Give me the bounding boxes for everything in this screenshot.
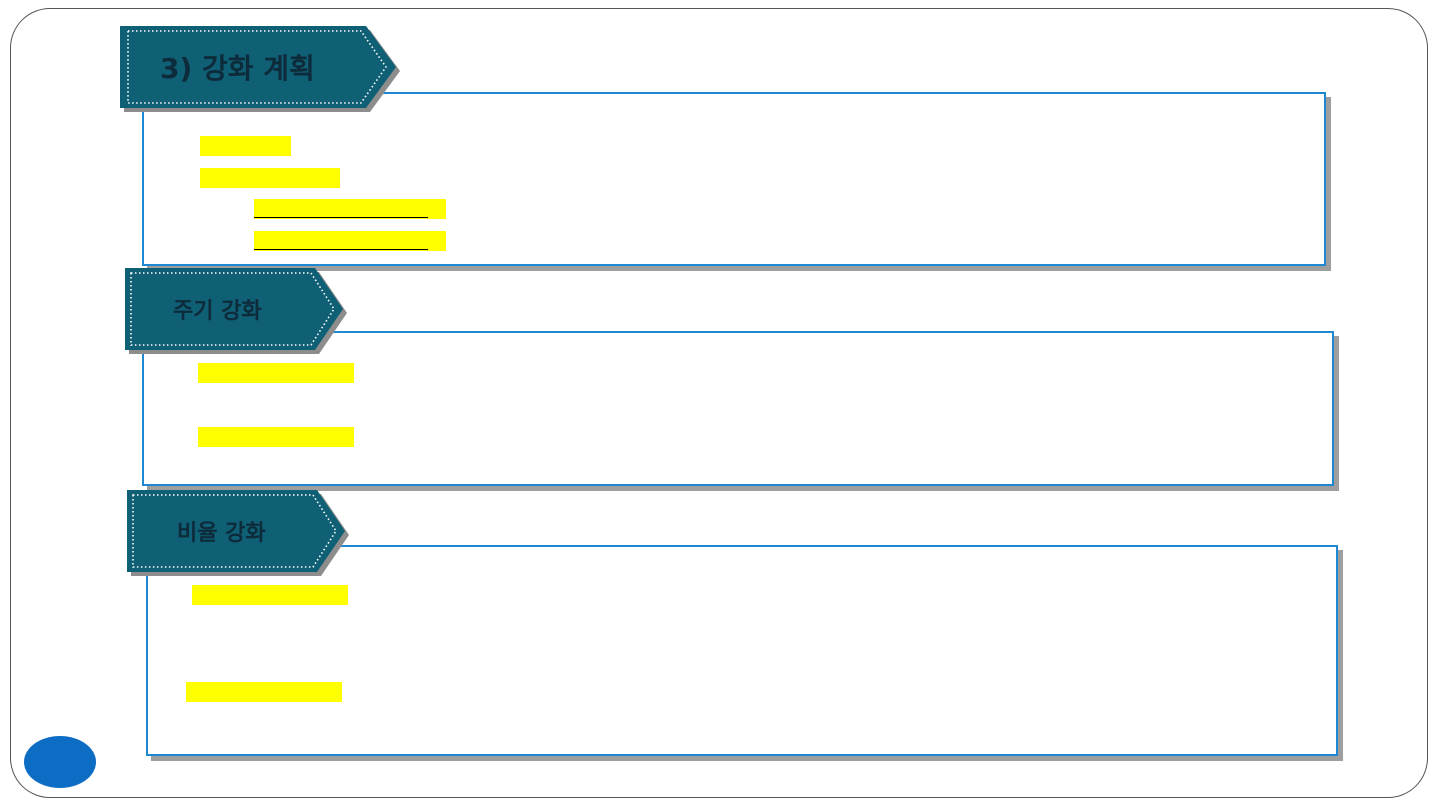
highlight-bar bbox=[200, 168, 340, 188]
tab-shape-icon bbox=[125, 268, 343, 350]
highlight-bar bbox=[192, 585, 348, 605]
section-title: 3) 강화 계획 bbox=[160, 52, 315, 85]
tab-shape-icon bbox=[120, 26, 396, 108]
content-box-interval bbox=[142, 331, 1334, 486]
content-box-ratio bbox=[146, 545, 1338, 756]
highlight-bar bbox=[254, 199, 446, 219]
highlight-bar bbox=[200, 136, 291, 156]
subsection-tab-interval: 주기 강화 bbox=[125, 268, 343, 350]
highlight-bar bbox=[198, 363, 354, 383]
highlight-bar bbox=[198, 427, 354, 447]
tab-shape-icon bbox=[127, 490, 345, 572]
page-number-circle-icon bbox=[24, 736, 96, 788]
subsection-title: 주기 강화 bbox=[173, 299, 262, 324]
highlight-bar bbox=[186, 682, 342, 702]
subsection-tab-ratio: 비율 강화 bbox=[127, 490, 345, 572]
section-title-tab: 3) 강화 계획 bbox=[120, 26, 396, 108]
highlight-bar bbox=[254, 231, 446, 251]
subsection-title: 비율 강화 bbox=[177, 521, 266, 546]
